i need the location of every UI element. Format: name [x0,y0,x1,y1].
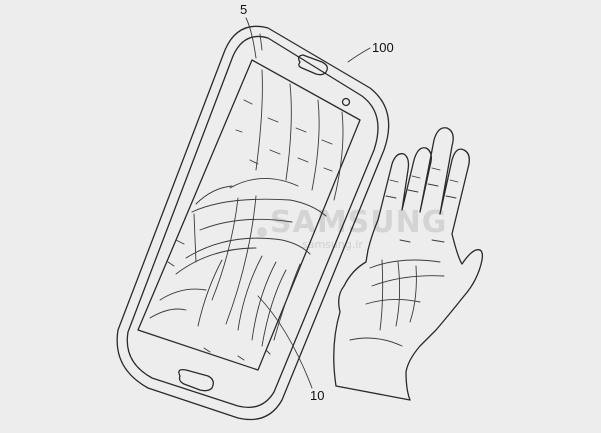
leader-device [347,47,371,63]
hand-finger-joints [385,167,459,199]
screen-palm-marks [167,239,271,361]
screen-palm-line [261,269,287,347]
watermark: SAMSUNG samsung.ir [257,205,447,251]
hand-outline [333,127,484,401]
hand-palm-line [379,259,384,331]
screen-palm-arc [229,178,299,189]
speaker-slot [297,54,328,76]
screen-palm-line [251,261,277,341]
screen-finger-line [333,111,344,201]
screen-palm-line [175,247,257,275]
screen-palm-line [197,259,223,327]
screen-palm-line [193,213,197,263]
reference-labels: 5 100 10 [240,2,394,403]
user-hand [333,127,484,401]
screen-palm-line [237,255,263,331]
screen-palm-line [191,198,327,217]
leader-screen [245,17,257,59]
hand-palm-line [369,259,441,269]
home-button [178,368,214,392]
screen-palm-line [159,288,207,301]
front-camera [341,97,351,107]
hand-palm-line [409,265,417,323]
hand-wrist-line [349,337,403,347]
hand-palm-line [365,299,421,305]
leader-palm-image [257,295,313,389]
phone-outer-body [116,25,390,421]
label-palm-image-ref: 10 [310,388,324,403]
label-screen-ref: 5 [240,2,247,17]
phone-bezel [126,35,379,409]
screen-finger-creases [235,99,333,172]
label-device-ref: 100 [372,40,394,55]
screen-finger-line [311,99,320,191]
screen-palm-line [225,195,257,325]
phone-edge-detail [259,33,263,51]
hand-palm-line [395,261,401,327]
screen-palm-line [273,263,301,341]
screen-palm-arc [195,185,233,205]
screen-palm-line [149,308,187,319]
palm-image-on-screen [149,69,344,361]
hand-palm-marks [399,239,445,243]
watermark-site: samsung.ir [302,238,363,251]
screen-palm-line [199,218,293,231]
screen-finger-line [285,83,292,181]
screen-palm-line [185,237,311,259]
screen-finger-line [255,69,263,171]
screen-palm-line [211,197,239,301]
watermark-brand: SAMSUNG [270,205,447,240]
hand-palm-line [371,275,445,287]
